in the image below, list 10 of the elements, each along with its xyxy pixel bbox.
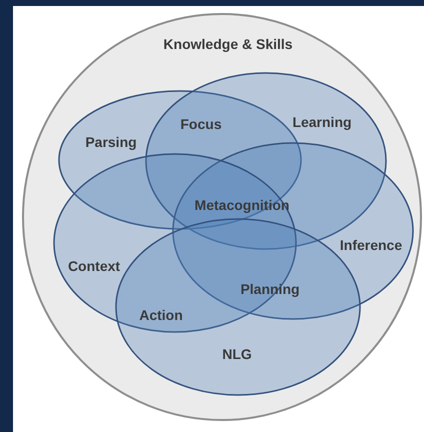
circle-title: Knowledge & Skills: [163, 36, 293, 52]
set-label: Parsing: [85, 134, 137, 150]
region-label: Action: [139, 307, 183, 323]
set-label: NLG: [222, 346, 252, 362]
set-label: Context: [68, 258, 120, 274]
region-label: Planning: [240, 281, 300, 297]
set-label: Inference: [340, 237, 402, 253]
set-label: Learning: [292, 114, 352, 130]
region-label: Metacognition: [194, 197, 290, 213]
region-label: Focus: [180, 116, 222, 132]
